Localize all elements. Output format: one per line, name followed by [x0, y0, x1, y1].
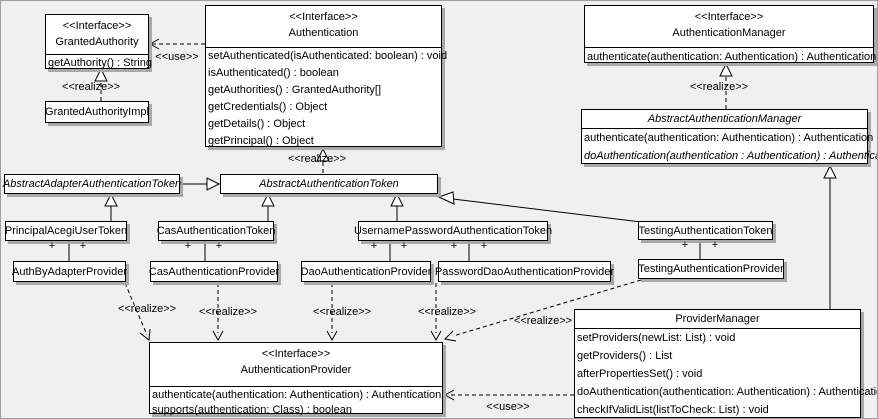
realize-edge-daoauthenticationprovider[interactable]	[326, 283, 338, 342]
class-cas-authentication-provider[interactable]: CasAuthenticationProvider	[148, 261, 280, 282]
assoc-plus-label: +	[681, 239, 689, 251]
class-testing-authentication-provider[interactable]: TestingAuthenticationProvider	[638, 259, 784, 279]
class-auth-by-adapter-provider[interactable]: AuthByAdapterProvider	[12, 261, 127, 282]
method-label: getProviders() : List	[577, 350, 673, 362]
use-edge-providermanager-authenticationprovider[interactable]	[443, 389, 574, 401]
assoc-plus-label: +	[215, 240, 223, 252]
assoc-plus-label: +	[450, 240, 458, 252]
realize-edge-testingauthenticationprovider[interactable]	[443, 279, 642, 342]
class-provider-manager[interactable]: ProviderManager setProviders(newList: Li…	[574, 309, 878, 418]
assoc-plus-label: +	[370, 240, 378, 252]
gen-edge-usernamepasswordtoken[interactable]	[390, 192, 404, 221]
method-label: checkIfValidList(listToCheck: List) : vo…	[577, 404, 769, 416]
class-name: CasAuthenticationToken	[156, 225, 276, 237]
class-dao-authentication-provider[interactable]: DaoAuthenticationProvider	[301, 261, 431, 282]
assoc-plus-label: +	[711, 239, 719, 251]
gen-edge-casauthenticationtoken[interactable]	[261, 192, 275, 221]
realize-edge-passworddaoauthenticationprovider[interactable]	[430, 283, 442, 342]
method-label: setProviders(newList: List) : void	[577, 332, 736, 344]
realize-label: <<realize>>	[61, 81, 121, 93]
class-name: UsernamePasswordAuthenticationToken	[353, 225, 553, 237]
class-authentication-provider[interactable]: <<Interface>> AuthenticationProvider aut…	[149, 342, 443, 416]
method-label: getCredentials() : Object	[208, 101, 328, 113]
class-granted-authority-impl[interactable]: GrantedAuthorityImpl	[45, 101, 149, 123]
method-label: setAuthenticated(isAuthenticated: boolea…	[208, 50, 448, 62]
class-testing-authentication-token[interactable]: TestingAuthenticationToken	[638, 221, 773, 240]
class-name: TestingAuthenticationToken	[638, 224, 773, 237]
use-label: <<use>>	[486, 401, 530, 413]
class-name: DaoAuthenticationProvider	[300, 265, 432, 278]
class-name: CasAuthenticationProvider	[148, 265, 280, 278]
class-granted-authority[interactable]: <<Interface>> GrantedAuthority getAuthor…	[45, 14, 152, 69]
assoc-plus-label: +	[48, 240, 56, 252]
realize-edge-abstractauthenticationtoken[interactable]	[316, 147, 330, 173]
class-principal-acegi-user-token[interactable]: PrincipalAcegiUserToken	[5, 221, 127, 241]
class-abstract-authentication-manager[interactable]: AbstractAuthenticationManager authentica…	[581, 109, 878, 164]
realize-edge-grantedauthorityimpl[interactable]	[94, 67, 108, 101]
method-label: getAuthorities() : GrantedAuthority[]	[208, 84, 382, 96]
stereotype-label: <<Interface>>	[289, 11, 358, 23]
class-name: PrincipalAcegiUserToken	[4, 225, 128, 237]
method-label: afterPropertiesSet() : void	[577, 368, 703, 380]
class-name: PasswordDaoAuthenticationProvider	[434, 265, 615, 278]
realize-label: <<realize>>	[513, 315, 573, 327]
class-abstract-authentication-token[interactable]: AbstractAuthenticationToken	[220, 174, 438, 194]
assoc-plus-label: +	[184, 240, 192, 252]
class-name: AbstractAuthenticationToken	[259, 178, 399, 190]
class-name: ProviderManager	[575, 310, 860, 329]
assoc-plus-label: +	[79, 240, 87, 252]
realize-edge-authbyadapterprovider[interactable]	[124, 282, 151, 341]
stereotype-label: <<Interface>>	[694, 11, 764, 23]
realize-label: <<realize>>	[117, 303, 177, 315]
method-label: doAuthentication(authentication: Authent…	[577, 386, 878, 398]
gen-edge-principalacegiusertoken[interactable]	[104, 192, 118, 221]
use-edge-authentication-grantedauthority[interactable]	[148, 38, 205, 50]
method-label: getPrincipal() : Object	[208, 135, 314, 147]
method-label: isAuthenticated() : boolean	[208, 67, 339, 79]
realize-label: <<realize>>	[312, 306, 372, 318]
method-label: doAuthentication(authentication : Authen…	[584, 150, 878, 162]
method-label: supports(authentication: Class) : boolea…	[152, 404, 352, 416]
assoc-plus-label: +	[400, 240, 408, 252]
class-cas-authentication-token[interactable]: CasAuthenticationToken	[156, 221, 276, 241]
gen-edge-testingauthenticationtoken[interactable]	[437, 191, 642, 223]
assoc-plus-label: +	[480, 240, 488, 252]
gen-edge-providermanager[interactable]	[823, 164, 837, 309]
method-label: authenticate(authentication: Authenticat…	[152, 389, 442, 401]
stereotype-label: <<Interface>>	[62, 20, 132, 32]
method-label: authenticate(authentication: Authenticat…	[584, 132, 874, 144]
class-username-password-authentication-token[interactable]: UsernamePasswordAuthenticationToken	[354, 221, 552, 241]
realize-label: <<realize>>	[287, 153, 347, 165]
class-name: GrantedAuthority	[55, 36, 139, 48]
class-name: AuthenticationManager	[672, 27, 786, 39]
class-authentication[interactable]: <<Interface>> Authentication setAuthenti…	[205, 5, 448, 147]
method-label: getDetails() : Object	[208, 118, 306, 130]
class-password-dao-authentication-provider[interactable]: PasswordDaoAuthenticationProvider	[434, 261, 615, 282]
class-authentication-manager[interactable]: <<Interface>> AuthenticationManager auth…	[584, 5, 877, 63]
realize-label: <<realize>>	[417, 306, 477, 318]
class-name: Authentication	[288, 27, 359, 39]
realize-label: <<realize>>	[198, 306, 258, 318]
use-label: <<use>>	[155, 51, 199, 63]
class-name: GrantedAuthorityImpl	[45, 106, 149, 118]
method-label: getAuthority() : String	[48, 57, 152, 69]
class-abstract-adapter-authentication-token[interactable]: AbstractAdapterAuthenticationToken	[2, 174, 182, 194]
stereotype-label: <<Interface>>	[261, 348, 331, 360]
realize-edge-abstractauthenticationmanager[interactable]	[719, 62, 733, 109]
class-name: TestingAuthenticationProvider	[638, 263, 784, 275]
class-name: AuthenticationProvider	[240, 364, 352, 376]
gen-edge-adapter-token[interactable]	[180, 177, 221, 191]
class-name: AbstractAuthenticationManager	[582, 110, 867, 129]
realize-edge-casauthenticationprovider[interactable]	[212, 283, 224, 342]
class-name: AbstractAdapterAuthenticationToken	[2, 178, 182, 190]
realize-label: <<realize>>	[689, 81, 749, 93]
method-label: authenticate(authentication: Authenticat…	[587, 51, 877, 63]
class-name: AuthByAdapterProvider	[12, 265, 127, 278]
